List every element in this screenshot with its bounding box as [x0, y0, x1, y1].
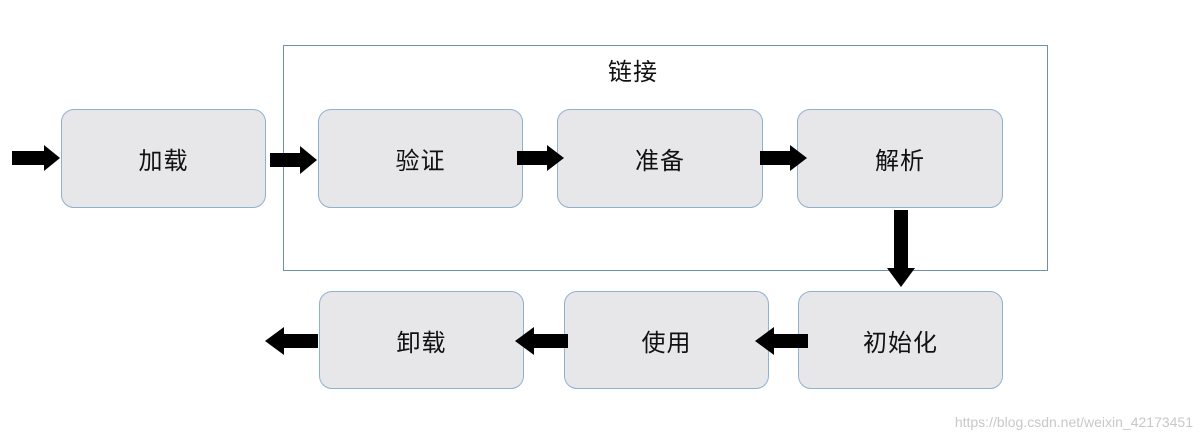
node-resolve: 解析: [797, 109, 1003, 208]
arrow-exit: [265, 327, 318, 355]
watermark: https://blog.csdn.net/weixin_42173451: [954, 414, 1193, 430]
node-prepare: 准备: [557, 109, 763, 208]
arrow-entry: [12, 145, 60, 171]
arrow-initialize-use: [755, 327, 808, 355]
arrow-resolve-initialize: [887, 210, 915, 287]
linking-group-label: 链接: [608, 58, 658, 86]
arrow-verify-prepare: [517, 145, 564, 171]
node-load: 加载: [61, 109, 266, 208]
node-unload: 卸载: [319, 291, 524, 389]
node-verify: 验证: [318, 109, 523, 208]
arrow-load-verify: [270, 146, 317, 174]
arrow-prepare-resolve: [760, 145, 807, 171]
arrow-use-unload: [515, 327, 568, 355]
node-use: 使用: [564, 291, 769, 389]
